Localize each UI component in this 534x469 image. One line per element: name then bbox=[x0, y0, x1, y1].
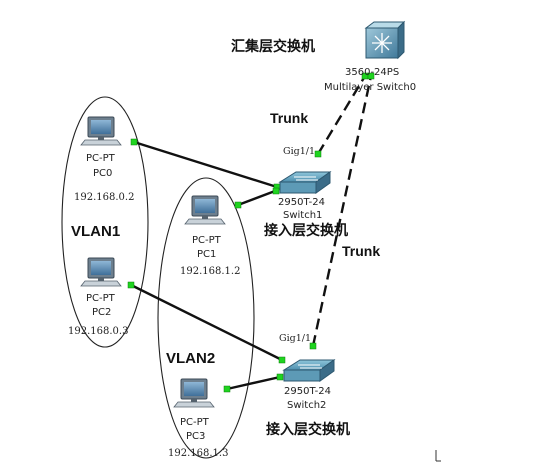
pc2-name: PC2 bbox=[92, 307, 111, 318]
pc0-name: PC0 bbox=[93, 168, 112, 179]
switch1-model: 2950T-24 bbox=[278, 197, 325, 208]
core-switch-name: Multilayer Switch0 bbox=[324, 82, 416, 93]
link-status-dots bbox=[127, 72, 375, 393]
pc0-type: PC-PT bbox=[86, 153, 116, 164]
core-switch-heading: 汇集层交换机 bbox=[231, 38, 315, 55]
link-pc0-switch1 bbox=[133, 140, 278, 189]
pc0-ip: 192.168.0.2 bbox=[74, 192, 134, 203]
pc1-icon[interactable] bbox=[184, 195, 226, 225]
link-pc3-switch2 bbox=[226, 375, 281, 391]
pc2-ip: 192.168.0.3 bbox=[68, 326, 128, 337]
vlan1-label: VLAN1 bbox=[71, 223, 120, 240]
link-pc2-switch2 bbox=[130, 283, 283, 362]
link-pc1-switch1 bbox=[237, 189, 276, 207]
core-switch-model: 3560-24PS bbox=[345, 67, 399, 78]
switch2-name: Switch2 bbox=[287, 400, 326, 411]
switch2-port-label: Gig1/1 bbox=[279, 333, 311, 344]
switch1-port-label: Gig1/1 bbox=[283, 146, 315, 157]
switch2-model: 2950T-24 bbox=[284, 386, 331, 397]
pc3-icon[interactable] bbox=[173, 378, 215, 408]
vlan2-boundary bbox=[157, 177, 255, 459]
switch1-name: Switch1 bbox=[283, 210, 322, 221]
pc1-ip: 192.168.1.2 bbox=[180, 266, 240, 277]
trunk-link-switch1-core bbox=[316, 75, 367, 155]
switch1-caption: 接入层交换机 bbox=[264, 222, 348, 239]
pc2-icon[interactable] bbox=[80, 257, 122, 287]
switch2-icon[interactable] bbox=[282, 359, 336, 382]
pc3-type: PC-PT bbox=[180, 417, 210, 428]
switch2-caption: 接入层交换机 bbox=[266, 421, 350, 438]
vlan2-label: VLAN2 bbox=[166, 350, 215, 367]
switch1-icon[interactable] bbox=[278, 171, 332, 194]
multilayer-switch-icon[interactable] bbox=[364, 20, 406, 60]
trunk-link-switch2-core bbox=[311, 75, 373, 347]
mouse-cursor-icon bbox=[435, 450, 441, 462]
pc1-name: PC1 bbox=[197, 249, 216, 260]
pc0-icon[interactable] bbox=[80, 116, 122, 146]
pc3-name: PC3 bbox=[186, 431, 205, 442]
vlan1-boundary bbox=[61, 96, 149, 348]
trunk-label-lower: Trunk bbox=[342, 243, 380, 259]
pc1-type: PC-PT bbox=[192, 235, 222, 246]
trunk-label-upper: Trunk bbox=[270, 110, 308, 126]
pc2-type: PC-PT bbox=[86, 293, 116, 304]
pc3-ip: 192.168.1.3 bbox=[168, 448, 228, 459]
